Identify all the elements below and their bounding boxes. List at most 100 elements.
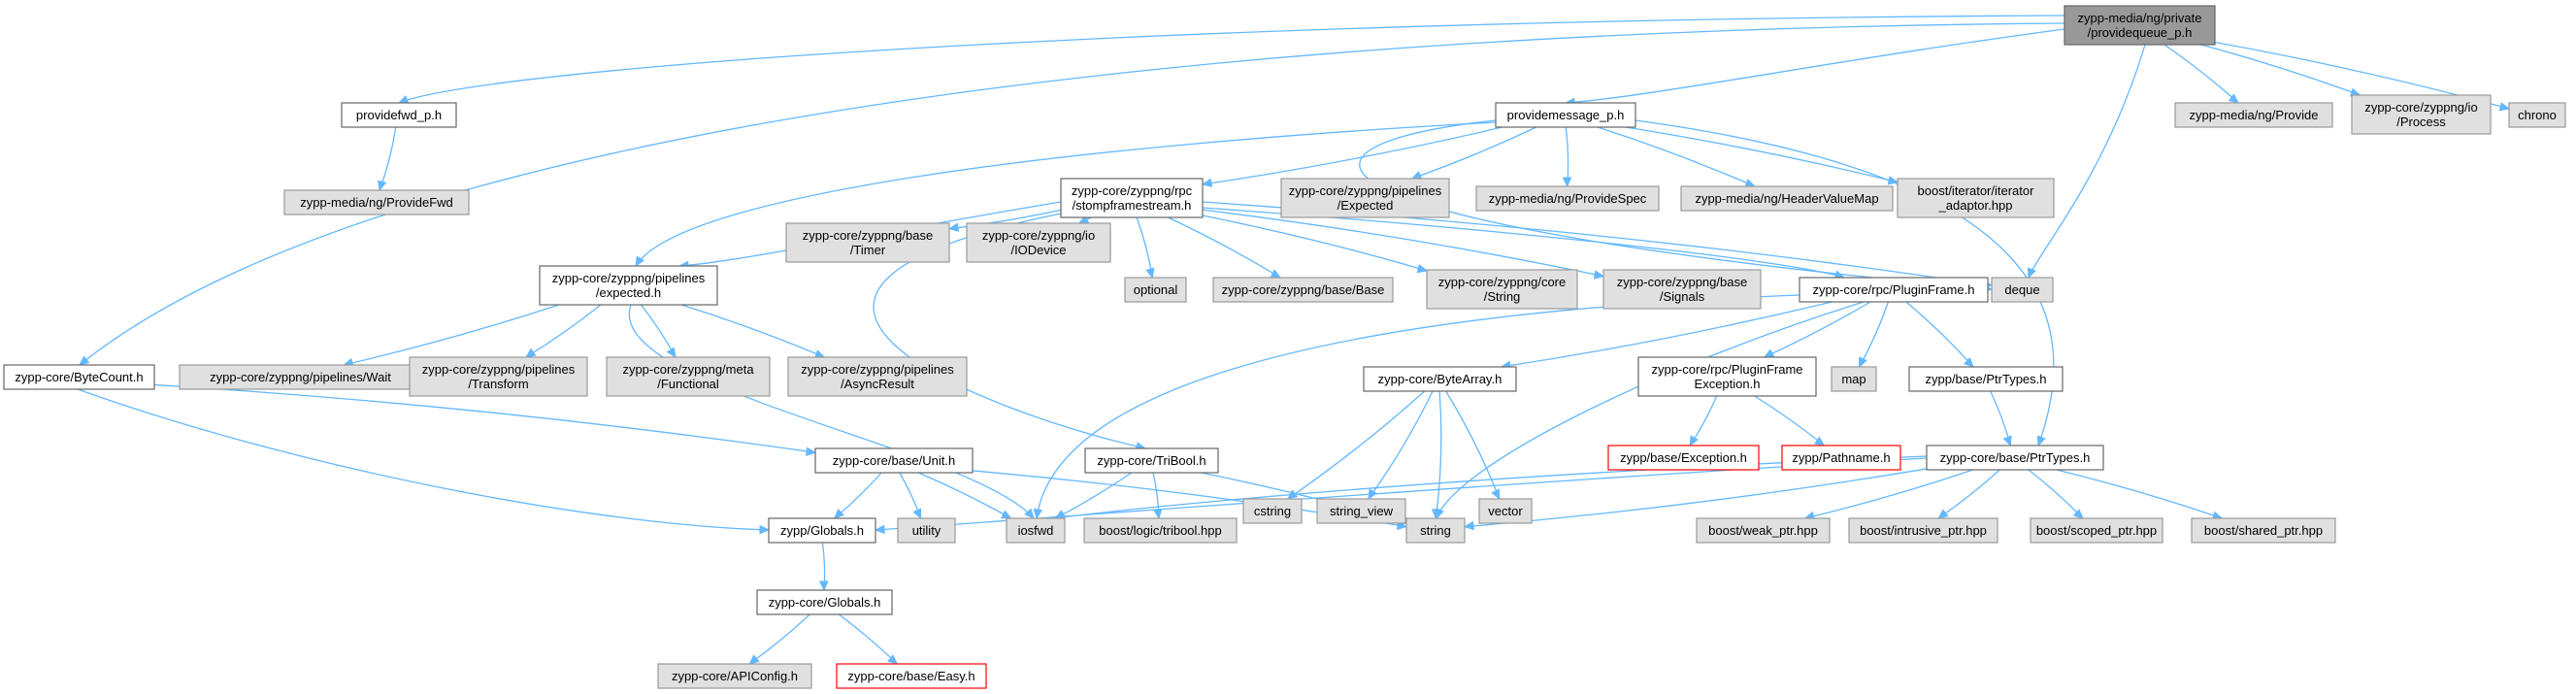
node-box [2174, 102, 2333, 128]
node-box [768, 517, 876, 544]
node-scoped-ptr: boost/scoped_ptr.hpp [2030, 517, 2163, 544]
edge-arrowhead [748, 654, 760, 665]
node-label: /Expected [1338, 198, 1394, 213]
edge-providemessage-to-providespec [1562, 126, 1572, 188]
edge-providemessage-to-deque [1359, 119, 1994, 293]
node-core-globals[interactable]: zypp-core/Globals.h [756, 589, 893, 615]
node-label: boost/logic/tribool.hpp [1099, 523, 1221, 538]
node-root: zypp-media/ng/private/providequeue_p.h [2064, 5, 2216, 46]
node-label: zypp-core/zyppng/rpc [1072, 183, 1193, 198]
edge-arrowhead [79, 355, 90, 366]
node-label: zypp-media/ng/ProvideSpec [1489, 191, 1647, 206]
edge-arrowhead [2036, 435, 2046, 447]
node-box [1426, 269, 1578, 310]
edge-line [1597, 126, 1756, 187]
node-label: zypp/base/Exception.h [1620, 450, 1747, 465]
edge-expected_h-to-pipelines_asyncresult [680, 304, 826, 359]
edge-line [1359, 119, 1993, 290]
edge-providefwd-to-providefwd_ext [377, 126, 397, 192]
node-base-easy[interactable]: zypp-core/base/Easy.h [836, 663, 987, 689]
edge-arrowhead [1153, 508, 1163, 520]
edge-line [1136, 216, 1153, 279]
edge-line [680, 304, 825, 358]
edge-arrowhead [2072, 509, 2084, 519]
node-core-ptrtypes[interactable]: zypp-core/base/PtrTypes.h [1926, 445, 2104, 471]
node-box [1897, 178, 2055, 218]
edge-arrowhead [2498, 102, 2511, 112]
edge-arrowhead [874, 524, 885, 535]
edge-line [398, 15, 2065, 104]
node-string: string [1405, 517, 1466, 544]
node-label: utility [912, 523, 941, 538]
node-tribool-h[interactable]: zypp-core/TriBool.h [1084, 447, 1219, 474]
edge-bytearray-to-string [1431, 390, 1442, 520]
node-bytearray[interactable]: zypp-core/ByteArray.h [1363, 366, 1517, 392]
edge-providemessage-to-expected_h [635, 121, 1497, 268]
edge-arrowhead [806, 446, 817, 456]
node-label: zypp-core/rpc/PluginFrame [1651, 362, 1802, 377]
node-zypp-exception[interactable]: zypp/base/Exception.h [1607, 445, 1760, 471]
node-providemessage[interactable]: providemessage_p.h [1495, 102, 1636, 128]
node-label: providefwd_p.h [356, 108, 442, 122]
edge-line [1905, 301, 1974, 368]
edge-core_globals-to-base_easy [838, 613, 899, 665]
node-label: zypp-core/zyppng/meta [622, 362, 754, 377]
edge-arrowhead [666, 347, 677, 359]
node-box [1212, 277, 1394, 303]
edge-line [2028, 469, 2084, 519]
node-pluginframe[interactable]: zypp-core/rpc/PluginFrame.h [1799, 277, 1989, 303]
node-box [2030, 517, 2163, 544]
node-base-signals: zypp-core/zyppng/base/Signals [1602, 269, 1762, 310]
edge-bytecount-to-unit_h [153, 383, 817, 456]
node-weak-ptr: boost/weak_ptr.hpp [1696, 517, 1831, 544]
node-label: boost/shared_ptr.hpp [2204, 523, 2323, 538]
node-providefwd[interactable]: providefwd_p.h [341, 102, 457, 128]
node-label: zypp-core/zyppng/pipelines [552, 271, 706, 285]
node-label: zypp-core/base/PtrTypes.h [1940, 450, 2091, 465]
edge-line [918, 472, 1011, 519]
node-bytecount[interactable]: zypp-core/ByteCount.h [3, 364, 155, 390]
node-stompframestream[interactable]: zypp-core/zyppng/rpc/stompframestream.h [1060, 178, 1204, 218]
edge-line [1202, 215, 1428, 272]
node-box [756, 589, 893, 615]
edge-providemessage-to-iterator_adaptor [1625, 126, 1899, 185]
node-box [179, 364, 422, 390]
node-box [606, 356, 771, 397]
node-tribool-hpp: boost/logic/tribool.hpp [1083, 517, 1238, 544]
edge-line [1036, 294, 1800, 519]
edge-expected_h-to-pipelines_transform [525, 304, 602, 358]
node-unit-h[interactable]: zypp-core/base/Unit.h [814, 447, 974, 474]
node-zypp-ptrtypes[interactable]: zypp/base/PtrTypes.h [1908, 366, 2064, 392]
edge-stompframestream-to-pluginframe [1202, 207, 1846, 280]
node-label: /Process [2396, 115, 2446, 129]
edge-stompframestream-to-optional [1136, 216, 1155, 280]
node-box [1602, 269, 1762, 310]
node-expected-h[interactable]: zypp-core/zyppng/pipelines/expected.h [539, 265, 718, 306]
edge-arrowhead [2027, 267, 2036, 280]
node-box [1831, 366, 1877, 392]
node-label: zypp-core/rpc/PluginFrame.h [1813, 282, 1975, 297]
node-label: zypp-core/zyppng/pipelines [801, 362, 954, 377]
node-pipelines-transform: zypp-core/zyppng/pipelines/Transform [409, 356, 588, 397]
node-label: zypp-core/base/Unit.h [833, 453, 955, 468]
edge-root-to-providemessage [1564, 28, 2065, 108]
node-map: map [1831, 366, 1877, 392]
edge-line [1859, 301, 1890, 368]
node-zypp-globals[interactable]: zypp/Globals.h [768, 517, 876, 544]
edge-arrowhead [635, 255, 645, 268]
node-label: zypp-core/zyppng/io [982, 228, 1095, 243]
node-box [1607, 445, 1760, 471]
node-io-process: zypp-core/zyppng/io/Process [2351, 94, 2492, 135]
node-chrono: chrono [2508, 102, 2566, 128]
node-label: zypp-core/APIConfig.h [672, 669, 798, 683]
edge-line [641, 304, 677, 358]
edge-arrowhead [818, 580, 829, 592]
node-box [1495, 102, 1636, 128]
node-box [2351, 94, 2492, 135]
edge-line [2200, 44, 2361, 96]
edge-arrowhead [2002, 435, 2012, 447]
node-zypp-pathname[interactable]: zypp/Pathname.h [1781, 445, 1901, 471]
node-box [2508, 102, 2566, 128]
